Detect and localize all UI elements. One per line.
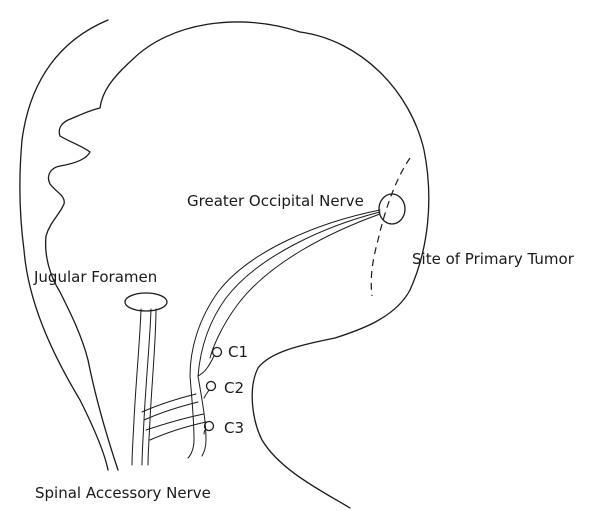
label-c2: C2 [224,379,244,397]
greater-occipital-nerve-inner [198,212,380,376]
cervical-connection-lower-2 [150,422,206,440]
head-profile-outline [20,20,108,470]
c2-root [204,390,209,398]
cervical-connection-lower-1 [146,414,204,430]
tumor-site-marker [379,194,405,224]
label-jugular-foramen: Jugular Foramen [33,268,157,286]
spinal-accessory-nerve-right [142,309,151,465]
skull-back-outline [252,32,429,508]
spinal-accessory-nerve-left [132,309,141,465]
label-spinal-accessory-nerve: Spinal Accessory Nerve [35,484,211,502]
greater-occipital-nerve-branch [210,214,380,358]
label-site-of-primary-tumor: Site of Primary Tumor [412,250,575,268]
label-c1: C1 [228,343,248,361]
c2-ganglion [207,382,216,391]
c3-ganglion [205,422,214,431]
label-c3: C3 [224,419,244,437]
tumor-region-dashed-line [371,158,410,296]
cervical-trunk-right [198,376,206,456]
jugular-foramen-marker [125,293,167,311]
face-profile-outline [46,22,300,470]
spinal-accessory-nerve-right-2 [148,309,156,465]
c1-ganglion [213,348,222,357]
label-greater-occipital-nerve: Greater Occipital Nerve [187,192,364,210]
